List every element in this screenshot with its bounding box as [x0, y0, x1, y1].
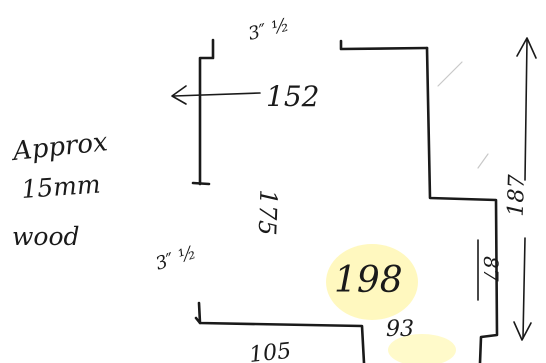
wall-left-tick: [191, 181, 211, 186]
note-line-thickness: 15mm: [20, 170, 101, 204]
wall-bottom: [194, 316, 366, 363]
highlight-mark-centre: [326, 244, 418, 320]
label-bottom-step: 93: [386, 317, 414, 342]
label-top-left-width: 152: [266, 80, 319, 113]
wall-right-outline: [425, 46, 499, 363]
erased-line-2: [477, 153, 489, 169]
label-bottom-width: 105: [248, 339, 292, 363]
highlight-mark-bottom: [388, 334, 456, 363]
wall-top: [339, 39, 429, 51]
dim-arrow-right-line: [522, 39, 528, 339]
dim-arrow-right-head-top: [516, 37, 537, 59]
label-top-gap: 3″ ½: [246, 14, 291, 44]
label-notch-height: 87: [479, 256, 503, 282]
label-right-height: 187: [504, 174, 530, 217]
note-line-material: wood: [12, 222, 80, 251]
label-side-gap: 3″ ½: [153, 242, 199, 275]
arrow-left-head: [171, 85, 187, 105]
label-left-height: 175: [253, 189, 283, 236]
wall-left-upper: [198, 38, 215, 186]
arrow-left-line: [173, 92, 261, 97]
label-centre-depth: 198: [334, 260, 403, 301]
note-line-approx: Approx: [10, 127, 110, 167]
dim-arrow-right-head-bottom: [513, 321, 532, 341]
erased-line-1: [437, 61, 463, 87]
wall-bottom-tick: [197, 301, 202, 325]
